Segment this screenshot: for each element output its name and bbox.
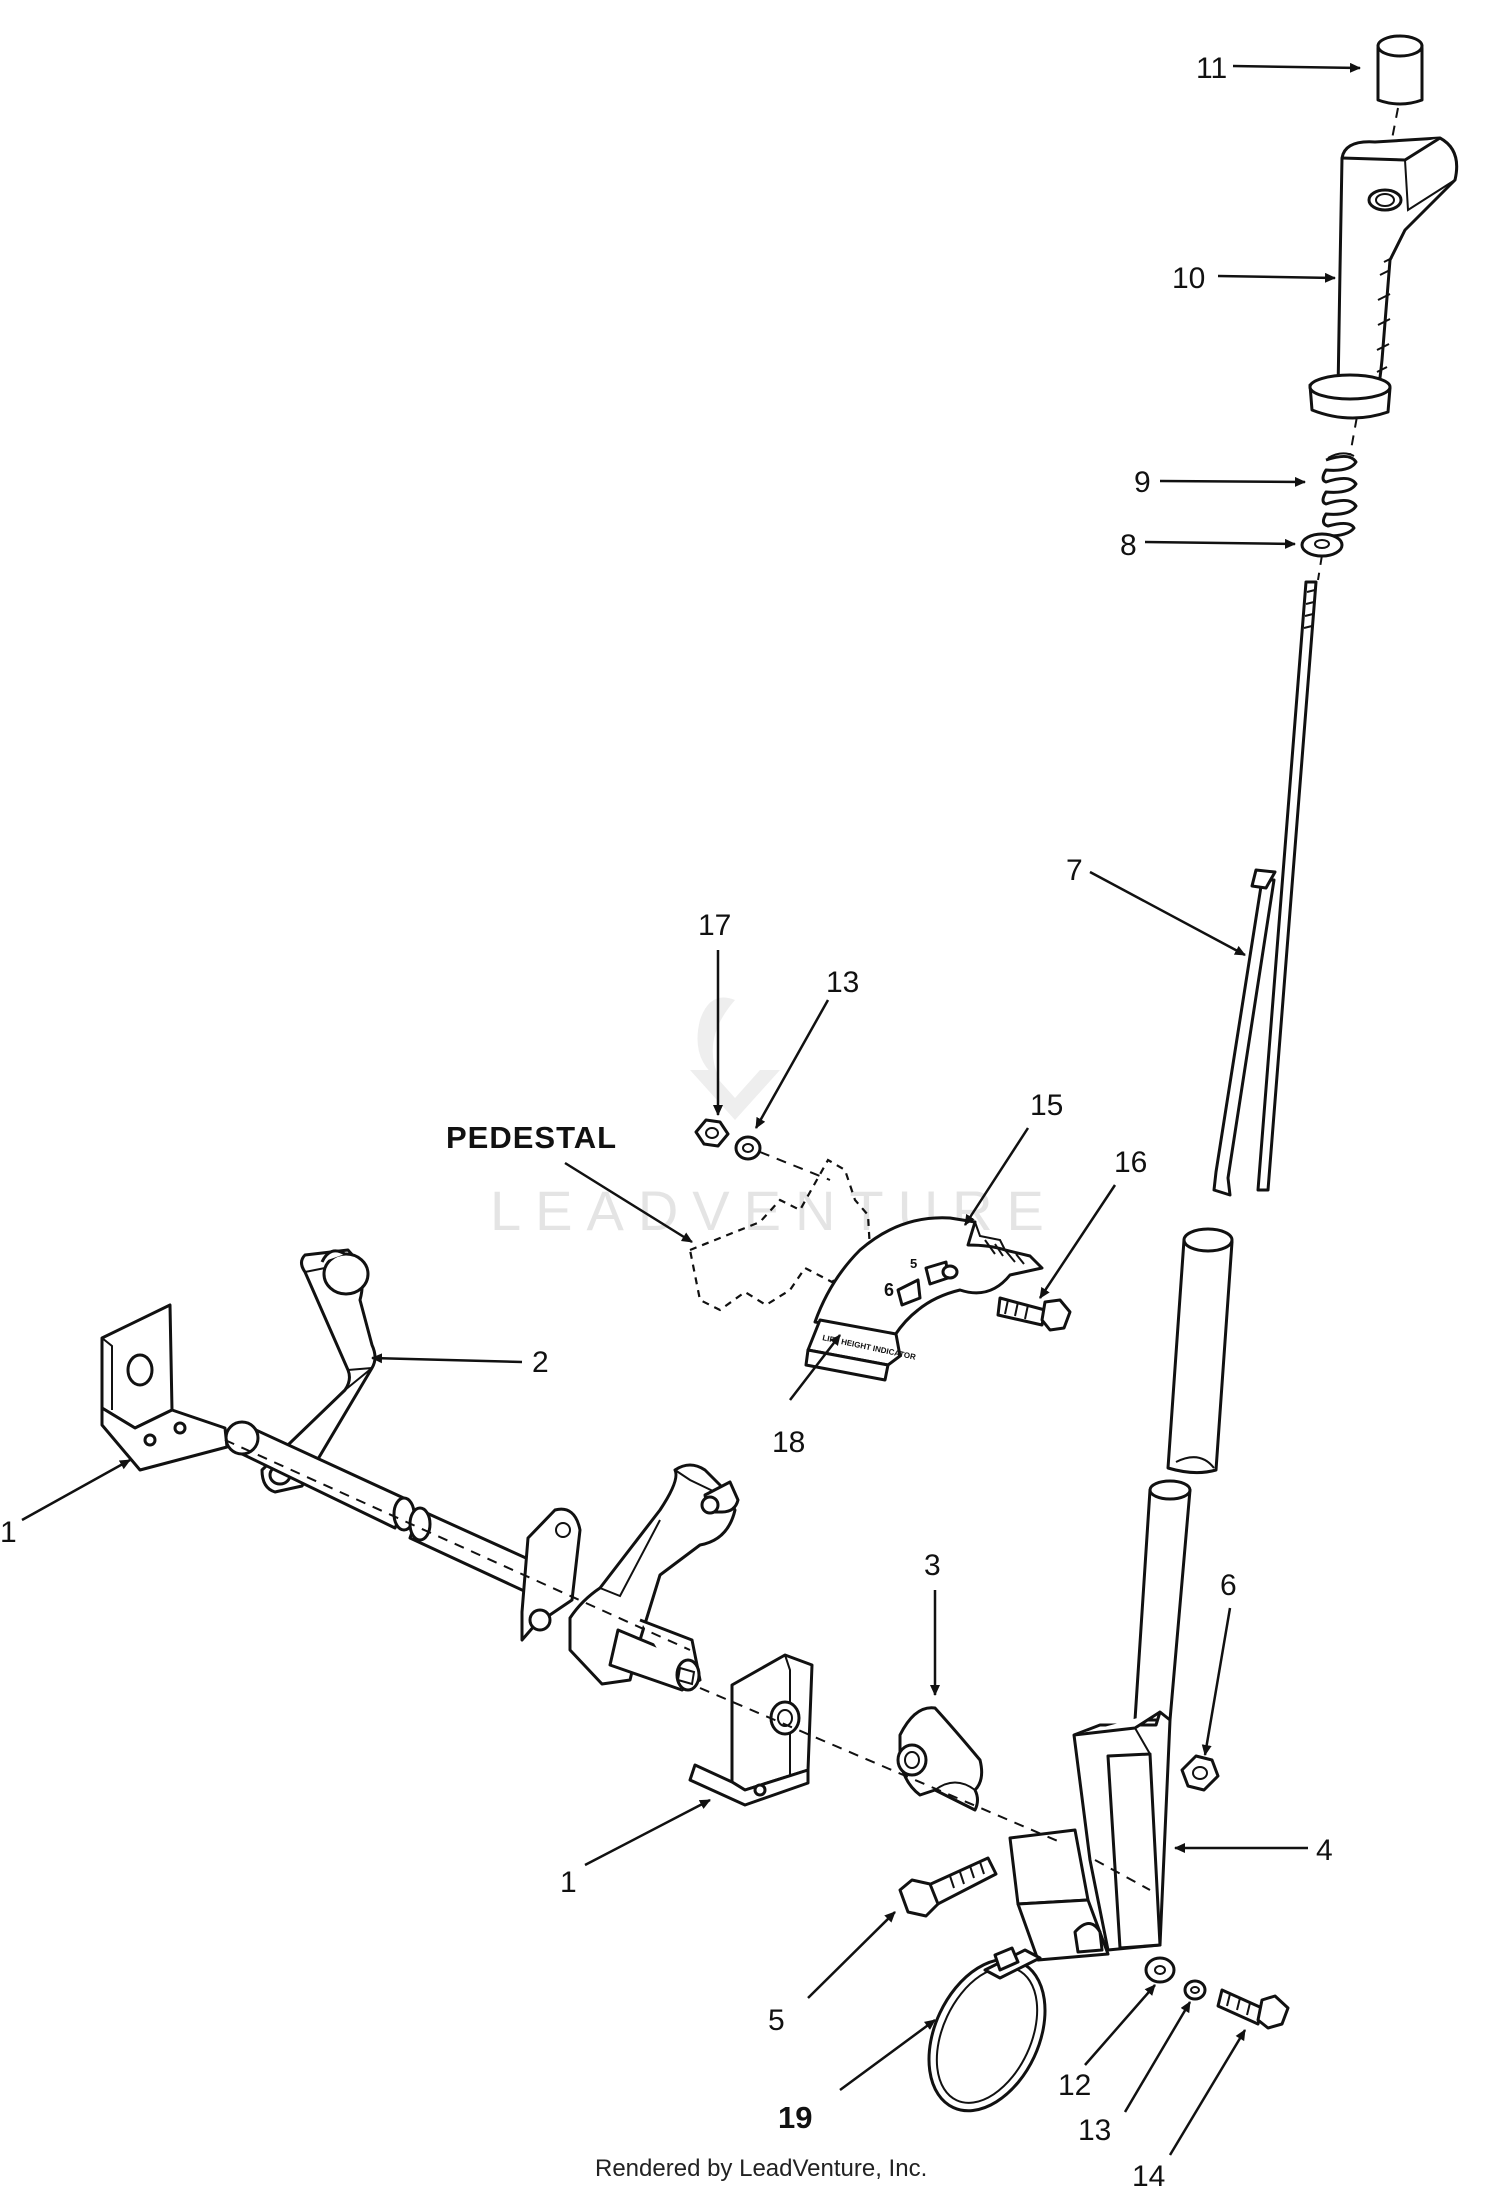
callout-1-left: 1	[0, 1516, 17, 1549]
callout-6: 6	[1220, 1569, 1237, 1602]
part-7-rod	[1212, 580, 1318, 1197]
footer-credit: Rendered by LeadVenture, Inc.	[595, 2155, 927, 2182]
callout-8: 8	[1120, 529, 1137, 562]
part-11-cap	[1376, 34, 1424, 106]
callout-17: 17	[698, 909, 731, 942]
part-1-bracket-left	[100, 1303, 229, 1472]
part-2-lift-shaft	[224, 1248, 740, 1692]
assembly-line-washer	[1317, 554, 1323, 581]
part-16-bolt	[996, 1296, 1072, 1332]
callout-18: 18	[772, 1426, 805, 1459]
callout-1-right: 1	[560, 1866, 577, 1899]
callout-14: 14	[1132, 2160, 1165, 2193]
callout-10: 10	[1172, 262, 1205, 295]
callout-19: 19	[778, 2100, 812, 2135]
callout-3: 3	[924, 1549, 941, 1582]
callout-12: 12	[1058, 2069, 1091, 2102]
callout-15: 15	[1030, 1089, 1063, 1122]
part-3-cam	[896, 1706, 984, 1812]
callout-16: 16	[1114, 1146, 1147, 1179]
part-17-nut	[694, 1118, 730, 1148]
part-1-bracket-right	[688, 1653, 814, 1807]
part-5-bolt	[898, 1856, 998, 1918]
assembly-line-pedestal	[759, 1151, 831, 1181]
part-4-lift-lever	[1008, 1479, 1192, 1962]
assembly-line-left-bracket	[224, 1439, 691, 1651]
part-8-washer	[1300, 532, 1344, 558]
part-14-bolt	[1216, 1988, 1290, 2030]
callout-13-upper: 13	[826, 966, 859, 999]
part-4-upper-tube	[1166, 1227, 1234, 1475]
pedestal-label: PEDESTAL	[446, 1120, 617, 1155]
decal-number-5: 5	[910, 1256, 917, 1271]
callout-2: 2	[532, 1346, 549, 1379]
part-12-washer	[1144, 1956, 1176, 1984]
leaders	[21, 62, 1361, 2156]
part-9-spring	[1321, 452, 1358, 538]
part-6-nut	[1180, 1754, 1220, 1792]
callout-13-lower: 13	[1078, 2114, 1111, 2147]
part-10-handle-grip	[1308, 136, 1459, 420]
part-19-clamp	[927, 1946, 1047, 2113]
decal-number-6: 6	[884, 1280, 894, 1300]
callout-7: 7	[1066, 854, 1083, 887]
part-15-quadrant: 6 5	[813, 1216, 1044, 1337]
assembly-line-shaft	[699, 1687, 1061, 1843]
callout-9: 9	[1134, 466, 1151, 499]
callout-4: 4	[1316, 1834, 1333, 1867]
callout-5: 5	[768, 2004, 785, 2037]
callout-11: 11	[1196, 52, 1227, 85]
callouts: 11 10 9 8 7 17 13 15 16 PEDESTAL 2 1 18 …	[0, 52, 1333, 2193]
part-13-washer-upper	[734, 1135, 762, 1161]
part-13-lockwasher-lower	[1183, 1979, 1207, 2001]
